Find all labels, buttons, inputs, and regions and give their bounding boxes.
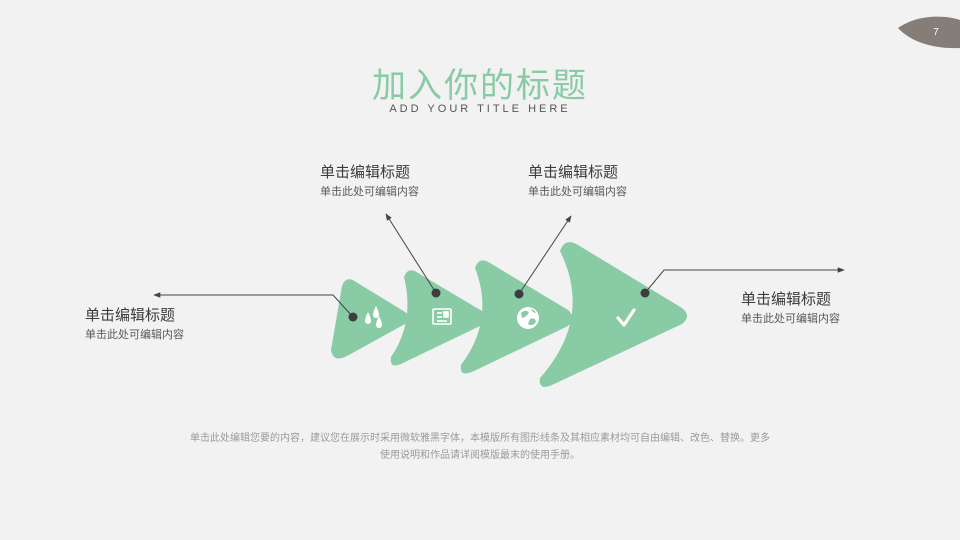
water-drops-icon bbox=[365, 306, 382, 328]
chevron-3 bbox=[460, 260, 573, 374]
checkmark-icon bbox=[616, 308, 636, 327]
connector-line-top-right bbox=[518, 215, 572, 295]
callout-top-left: 单击编辑标题 单击此处可编辑内容 bbox=[320, 162, 419, 200]
callout-description: 单击此处可编辑内容 bbox=[741, 312, 840, 325]
connector-line-right bbox=[644, 267, 845, 294]
callout-left: 单击编辑标题 单击此处可编辑内容 bbox=[85, 305, 184, 343]
callout-heading: 单击编辑标题 bbox=[528, 163, 619, 181]
newspaper-icon bbox=[432, 308, 452, 325]
page-number: 7 bbox=[933, 27, 939, 38]
chevron-4 bbox=[539, 242, 687, 387]
callout-right: 单击编辑标题 单击此处可编辑内容 bbox=[741, 289, 840, 327]
callout-top-right: 单击编辑标题 单击此处可编辑内容 bbox=[528, 162, 627, 200]
slide-subtitle: ADD YOUR TITLE HERE bbox=[389, 103, 571, 115]
chevron-shapes bbox=[331, 242, 687, 387]
connector-dot-top-right bbox=[514, 289, 524, 299]
chevron-2 bbox=[390, 270, 487, 366]
callout-description: 单击此处可编辑内容 bbox=[85, 328, 184, 341]
callout-heading: 单击编辑标题 bbox=[320, 163, 411, 181]
slide-title: 加入你的标题 bbox=[372, 66, 588, 106]
callout-heading: 单击编辑标题 bbox=[85, 306, 176, 324]
callout-description: 单击此处可编辑内容 bbox=[528, 185, 627, 198]
callout-heading: 单击编辑标题 bbox=[741, 290, 832, 308]
globe-icon bbox=[517, 307, 539, 329]
connector-line-top-left bbox=[385, 213, 437, 294]
callout-description: 单击此处可编辑内容 bbox=[320, 185, 419, 198]
connector-dot-right bbox=[640, 288, 650, 298]
footer-note: 单击此处编辑您要的内容，建议您在展示时采用微软雅黑字体，本模版所有图形线条及其相… bbox=[190, 433, 770, 461]
connector-line-left bbox=[153, 292, 354, 318]
connector-dot-left bbox=[348, 312, 358, 322]
connector-dot-top-left bbox=[431, 288, 441, 298]
